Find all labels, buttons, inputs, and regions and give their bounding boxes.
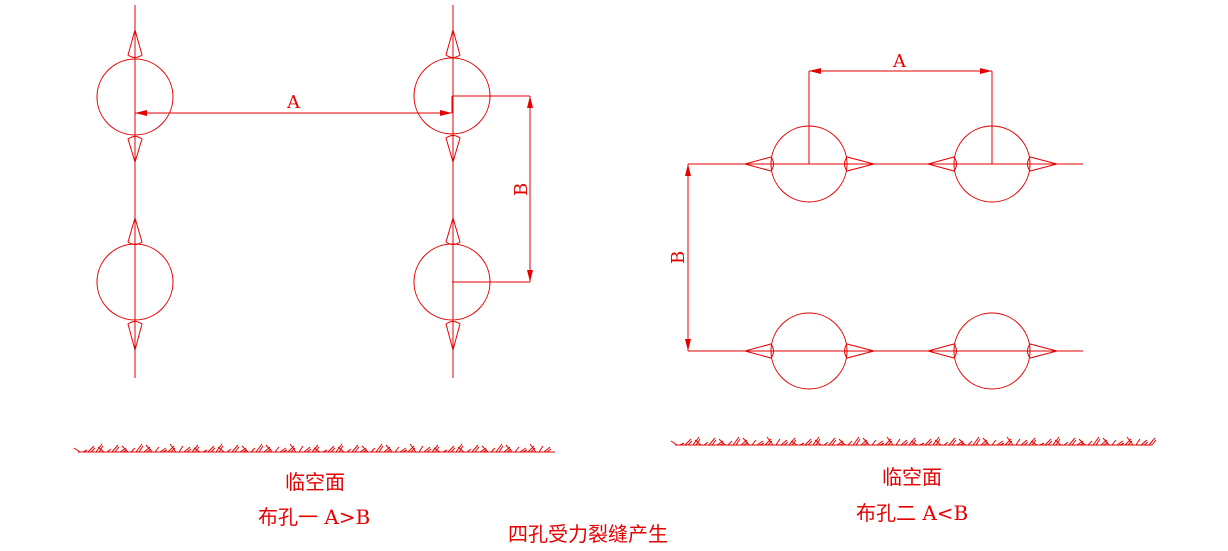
crack-wedge (127, 28, 143, 58)
crack-wedge (127, 216, 143, 245)
crack-wedge (844, 343, 876, 359)
free-face-line (73, 443, 555, 453)
crack-wedge (844, 156, 876, 172)
crack-wedge (926, 343, 957, 359)
free-face-line (670, 436, 1157, 446)
dimension-a: A (808, 51, 993, 164)
main-caption: 四孔受力裂缝产生 (508, 522, 668, 546)
crack-wedge (445, 135, 461, 164)
blast-hole (953, 312, 1031, 390)
dimension-b: B (668, 164, 691, 351)
free-face-label: 临空面 (882, 465, 942, 489)
right-layout: A B 临空面 布孔二 A<B (668, 51, 1157, 525)
dimension-a-label: A (286, 92, 301, 113)
crack-wedge (127, 321, 143, 352)
crack-wedge (445, 28, 461, 58)
left-layout: A B 临空面 布孔一 A>B (73, 5, 555, 529)
blast-hole (96, 58, 174, 136)
dimension-b-label: B (511, 183, 532, 196)
dimension-a-label: A (892, 51, 907, 72)
layout-caption: 布孔二 A<B (856, 501, 968, 525)
crack-wedge (743, 156, 774, 172)
dimension-b-label: B (668, 251, 689, 264)
crack-wedge (926, 156, 957, 172)
dimension-b: B (452, 95, 533, 283)
crack-wedge (127, 136, 143, 164)
crack-wedge (1027, 343, 1059, 359)
crack-wedge (743, 343, 774, 359)
free-face-label: 临空面 (285, 470, 345, 494)
dimension-a: A (134, 92, 453, 116)
layout-caption: 布孔一 A>B (258, 505, 370, 529)
blast-hole (770, 312, 848, 390)
crack-wedge (1027, 156, 1059, 172)
crack-wedge (445, 321, 461, 352)
crack-wedge (445, 216, 461, 245)
